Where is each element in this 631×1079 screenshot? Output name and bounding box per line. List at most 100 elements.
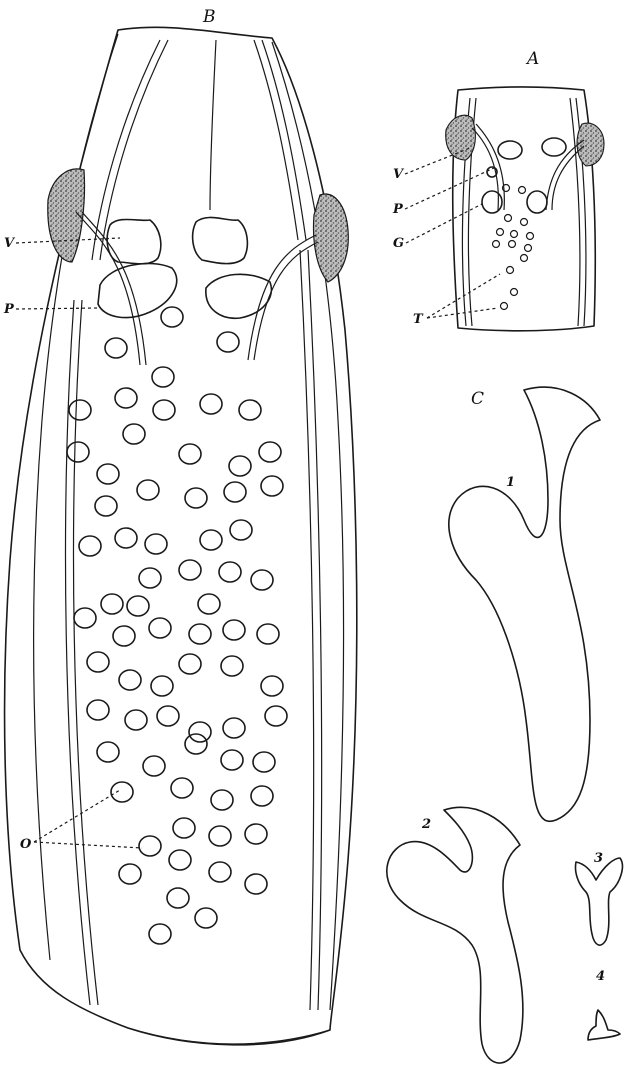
ovum: [149, 924, 171, 944]
ovum: [74, 608, 96, 628]
label-v-b: V: [4, 236, 16, 251]
testis: [525, 245, 532, 252]
ovum: [179, 654, 201, 674]
ovum: [123, 424, 145, 444]
hook-4-outline: [588, 1010, 620, 1040]
a-right-gland: [577, 123, 604, 166]
genital-pore-left: [482, 191, 502, 213]
testis: [511, 289, 518, 296]
hook-number-1: 1: [506, 475, 515, 490]
label-p-a: P: [392, 202, 404, 217]
label-p-b: P: [3, 302, 15, 317]
testis: [521, 255, 528, 262]
ovum: [185, 734, 207, 754]
panel-a-labels: A V P G T: [392, 49, 539, 327]
panel-label-c: C: [471, 389, 484, 409]
label-t-a: T: [413, 312, 424, 327]
panel-label-a: A: [525, 49, 539, 69]
ovum: [119, 670, 141, 690]
ovum: [259, 442, 281, 462]
ova-cluster: [67, 307, 287, 944]
ovum: [195, 908, 217, 928]
testis: [521, 219, 528, 226]
testis: [509, 241, 516, 248]
ovum: [221, 656, 243, 676]
ovum: [87, 652, 109, 672]
ovum: [230, 520, 252, 540]
ovum: [200, 394, 222, 414]
label-v-a: V: [393, 167, 405, 182]
ovum: [189, 722, 211, 742]
testis: [511, 231, 518, 238]
ovum: [139, 836, 161, 856]
hook-number-4: 4: [596, 969, 605, 984]
ovum: [87, 700, 109, 720]
ovum: [217, 332, 239, 352]
hook-3-outline: [575, 858, 622, 945]
panel-label-b: B: [202, 7, 216, 27]
ovum: [115, 388, 137, 408]
ovum: [97, 742, 119, 762]
ovum: [119, 864, 141, 884]
label-g-a: G: [393, 236, 404, 251]
lobe-right: [206, 274, 272, 318]
vitellarium-right: [193, 217, 248, 263]
ovum: [211, 790, 233, 810]
ovum: [209, 826, 231, 846]
ovum: [200, 530, 222, 550]
panel-a-body: [446, 87, 604, 331]
ovum: [125, 710, 147, 730]
ovum: [179, 560, 201, 580]
ovum: [198, 594, 220, 614]
testis: [507, 267, 514, 274]
ovum: [161, 307, 183, 327]
ovum: [185, 488, 207, 508]
right-gland: [314, 194, 349, 282]
ovum: [101, 594, 123, 614]
ovum: [169, 850, 191, 870]
ovum: [149, 618, 171, 638]
ovum: [261, 676, 283, 696]
ovum: [127, 596, 149, 616]
genital-pore-right: [527, 191, 547, 213]
ovum: [189, 624, 211, 644]
ovum: [221, 750, 243, 770]
ovum: [209, 862, 231, 882]
hook-number-2: 2: [421, 817, 431, 832]
ovum: [69, 400, 91, 420]
ovum: [219, 562, 241, 582]
ovum: [245, 874, 267, 894]
vitellarium-left: [107, 219, 161, 263]
testis: [497, 229, 504, 236]
ovum: [265, 706, 287, 726]
hook-1-outline: [449, 387, 600, 821]
ovum: [167, 888, 189, 908]
ovum: [97, 464, 119, 484]
testis: [527, 233, 534, 240]
hook-2-outline: [387, 807, 523, 1063]
a-left-gland: [446, 115, 476, 160]
panel-c-hooks: C 1 2 3 4: [387, 387, 623, 1063]
ovum: [239, 400, 261, 420]
ovum: [153, 400, 175, 420]
ovum: [157, 706, 179, 726]
ovum: [139, 568, 161, 588]
ovum: [113, 626, 135, 646]
ovum: [223, 718, 245, 738]
testis: [519, 187, 526, 194]
ovum: [261, 476, 283, 496]
ovum: [145, 534, 167, 554]
ovum: [95, 496, 117, 516]
ovum: [137, 480, 159, 500]
ovum: [223, 620, 245, 640]
ovum: [179, 444, 201, 464]
ovum: [143, 756, 165, 776]
ovum: [111, 782, 133, 802]
ovum: [224, 482, 246, 502]
ovum: [229, 456, 251, 476]
ovum: [251, 786, 273, 806]
panel-b-body: [5, 27, 357, 1045]
ovum: [253, 752, 275, 772]
ovum: [115, 528, 137, 548]
